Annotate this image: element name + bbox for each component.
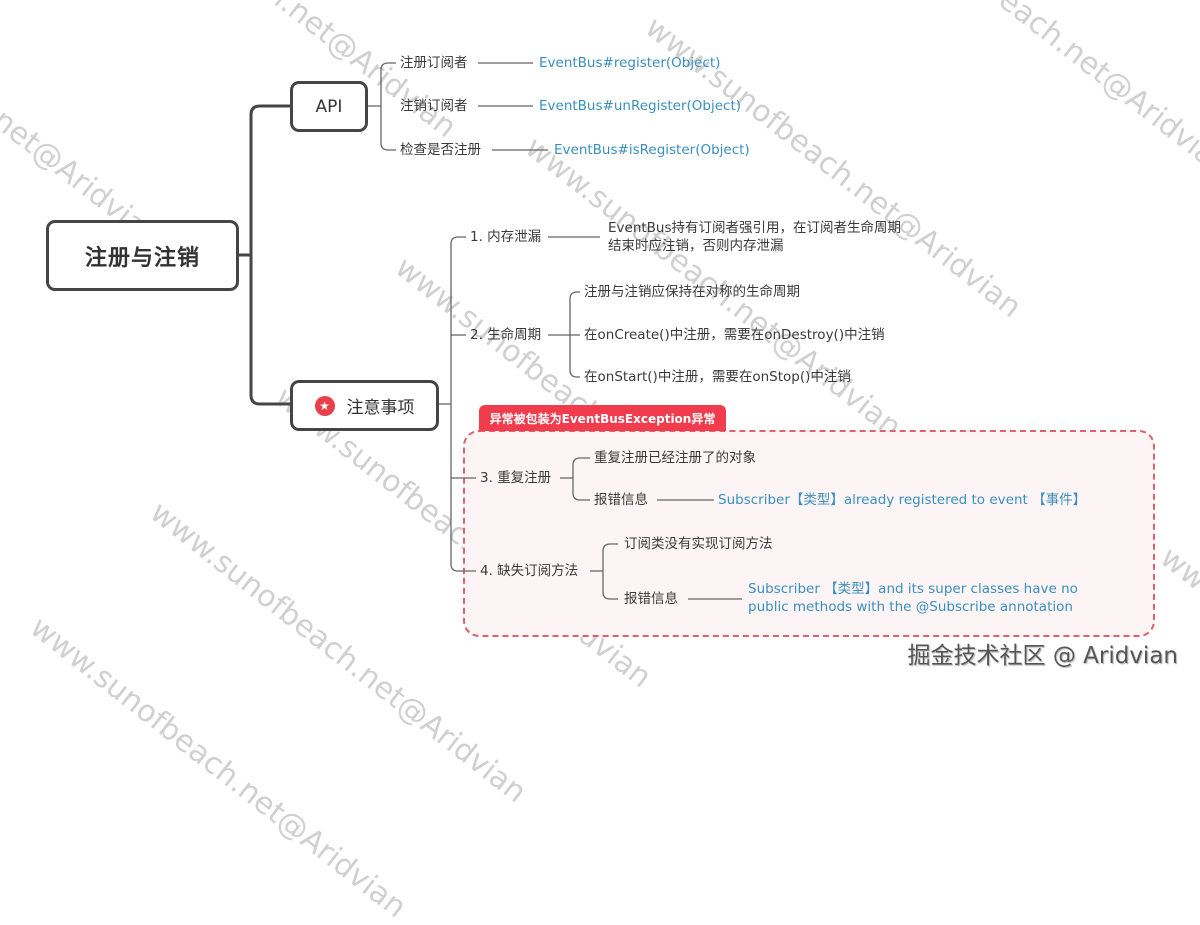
- api-item-register: 注册订阅者: [400, 55, 468, 71]
- repeat-register-error-message: Subscriber【类型】already registered to even…: [718, 492, 1087, 508]
- notes-label: 注意事项: [346, 398, 415, 418]
- api-node[interactable]: API: [290, 81, 368, 132]
- note-memory-leak: 1. 内存泄漏: [470, 229, 542, 245]
- api-item-isregister: 检查是否注册: [400, 142, 481, 158]
- footer-credit: 掘金技术社区 @ Aridvian: [907, 643, 1178, 669]
- api-item-unregister: 注销订阅者: [400, 98, 468, 114]
- note-memory-leak-detail: EventBus持有订阅者强引用，在订阅者生命周期结束时应注销，否则内存泄漏: [608, 220, 902, 254]
- lifecycle-item: 在onCreate()中注册，需要在onDestroy()中注销: [584, 327, 885, 343]
- exception-tag: 异常被包装为EventBusException异常: [479, 405, 726, 431]
- note-lifecycle: 2. 生命周期: [470, 327, 542, 343]
- api-method-register: EventBus#register(Object): [539, 55, 721, 71]
- root-node[interactable]: 注册与注销: [46, 220, 239, 291]
- lifecycle-item: 注册与注销应保持在对称的生命周期: [584, 284, 800, 300]
- repeat-register-item: 重复注册已经注册了的对象: [594, 450, 756, 466]
- api-method-unregister: EventBus#unRegister(Object): [539, 98, 742, 114]
- note-missing-method: 4. 缺失订阅方法: [480, 563, 579, 579]
- lifecycle-item: 在onStart()中注册，需要在onStop()中注销: [584, 369, 851, 385]
- api-method-isregister: EventBus#isRegister(Object): [554, 142, 750, 158]
- api-label: API: [315, 96, 343, 117]
- exception-group: [463, 430, 1155, 637]
- repeat-register-error-label: 报错信息: [594, 492, 648, 508]
- note-repeat-register: 3. 重复注册: [480, 470, 552, 486]
- notes-node[interactable]: ★ 注意事项: [290, 380, 439, 431]
- root-label: 注册与注销: [84, 245, 200, 271]
- missing-method-item: 订阅类没有实现订阅方法: [624, 536, 773, 552]
- connector-lines: [238, 62, 742, 600]
- missing-method-error-message: Subscriber 【类型】and its super classes hav…: [748, 581, 1078, 615]
- missing-method-error-label: 报错信息: [624, 591, 678, 607]
- star-icon: ★: [314, 395, 335, 416]
